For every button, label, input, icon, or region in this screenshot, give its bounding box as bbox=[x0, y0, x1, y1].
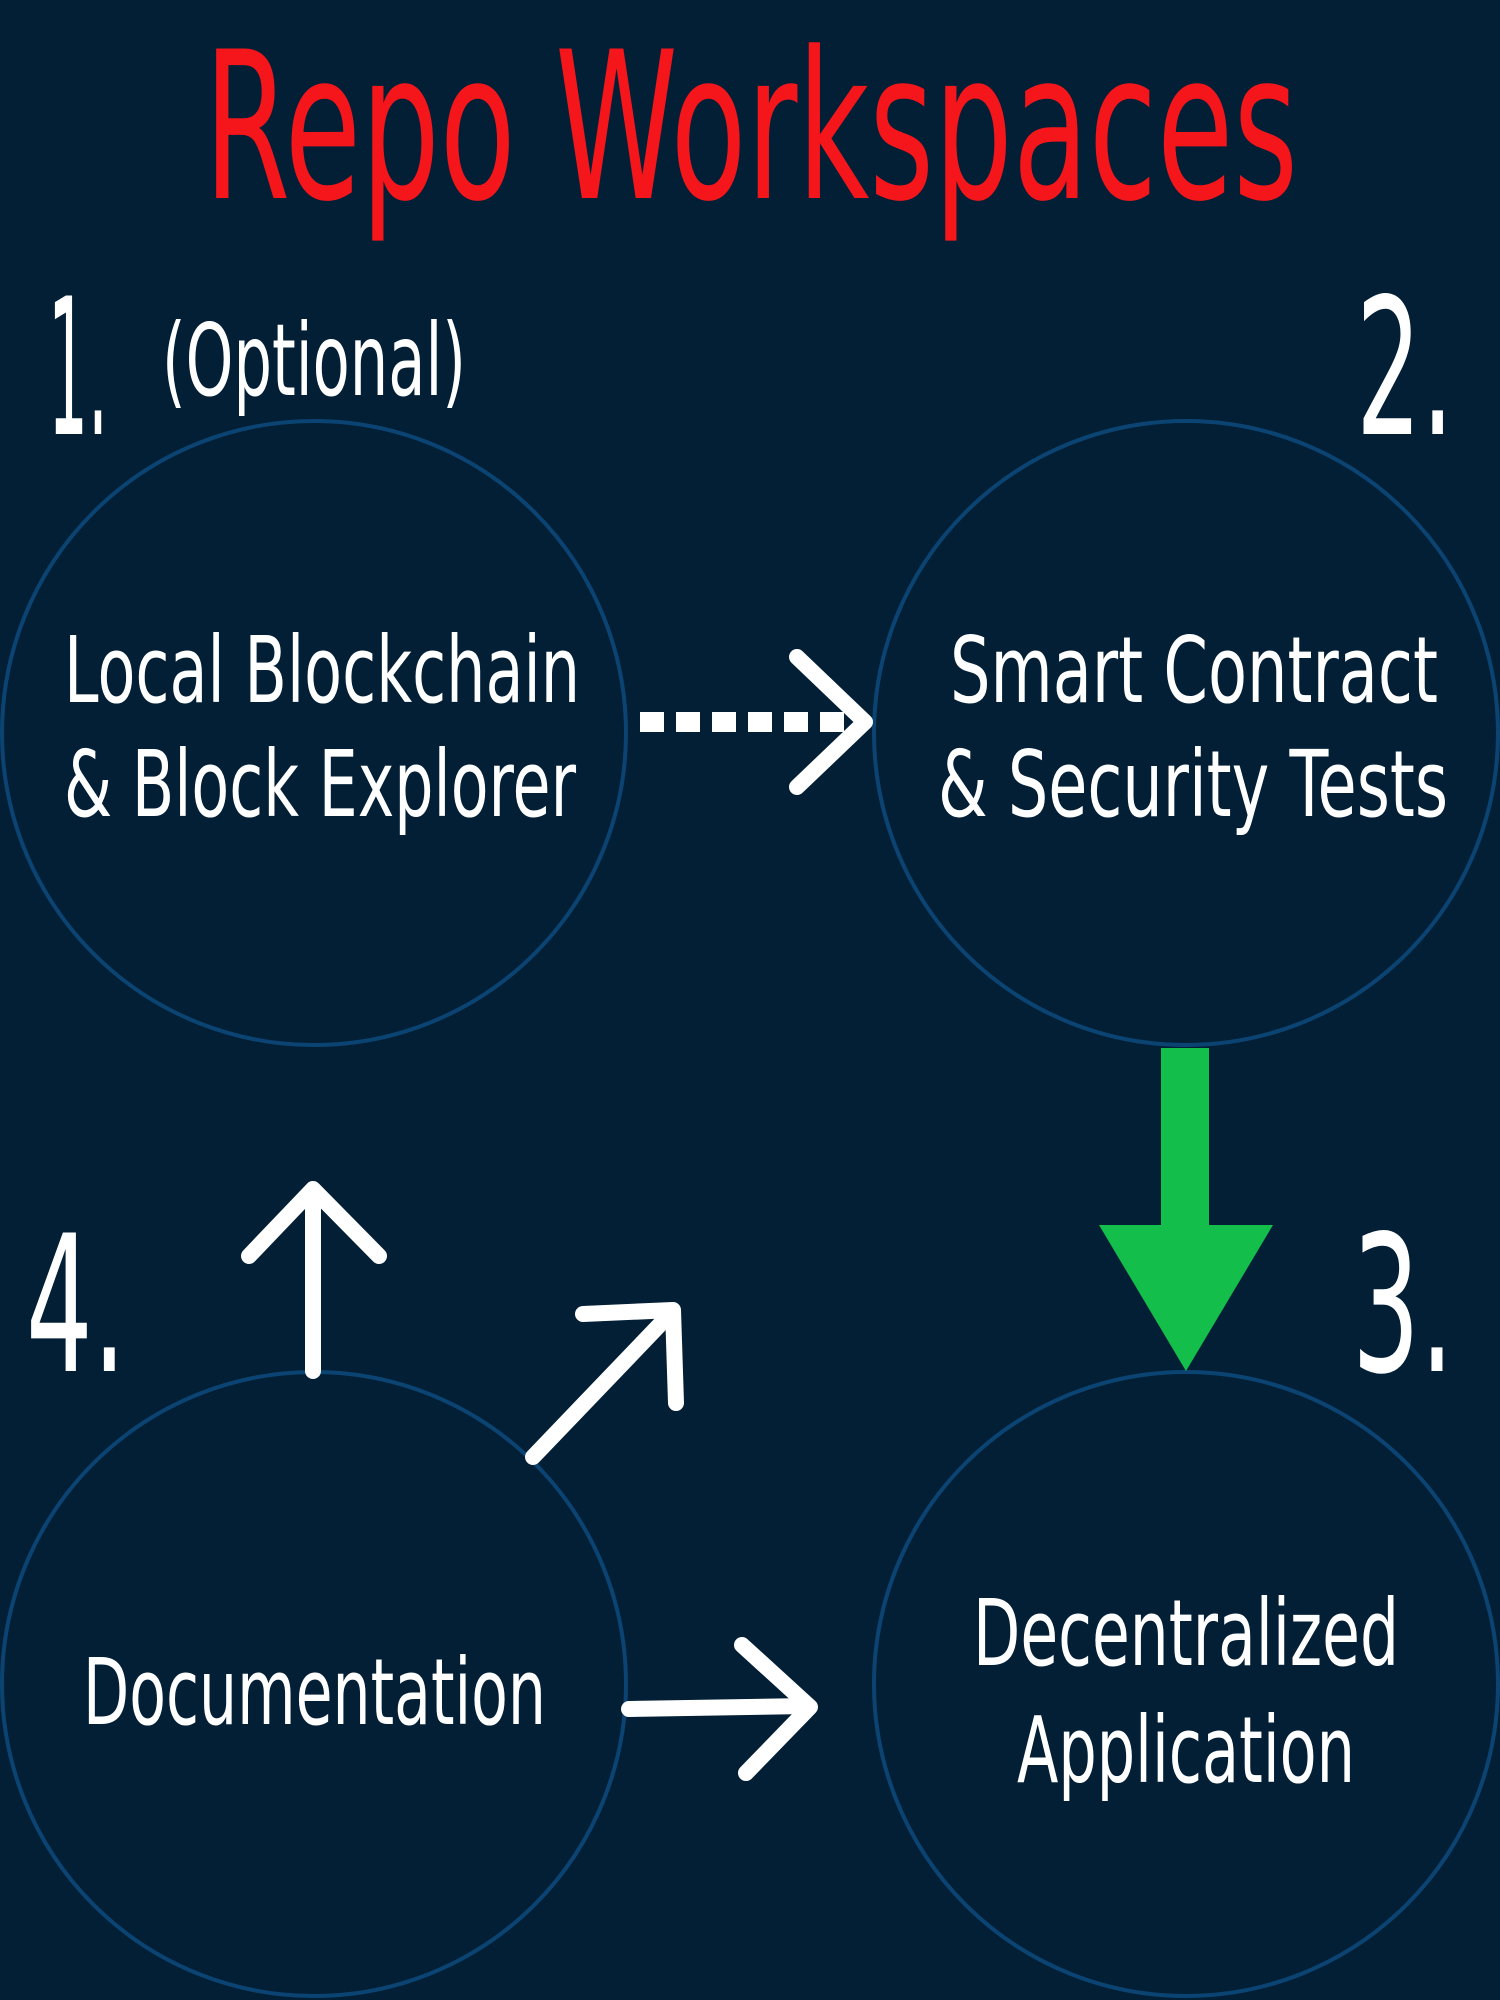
node-4-line-1: Documentation bbox=[83, 1639, 546, 1746]
node-circle-2 bbox=[872, 419, 1500, 1047]
dotted-arrow-1-to-2 bbox=[640, 649, 873, 795]
node-2-line-1: Smart Contract bbox=[950, 617, 1438, 724]
green-arrow-2-to-3 bbox=[1099, 1048, 1273, 1371]
node-number-2: 2. bbox=[1356, 258, 1454, 479]
page-title: Repo Workspaces bbox=[204, 9, 1298, 247]
node-number-1: 1. bbox=[48, 258, 108, 479]
optional-note: (Optional) bbox=[162, 302, 466, 419]
node-3-line-1: Decentralized bbox=[973, 1580, 1399, 1687]
node-2-line-2: & Security Tests bbox=[938, 731, 1448, 838]
node-1-line-1: Local Blockchain bbox=[64, 617, 580, 724]
node-number-4: 4. bbox=[26, 1195, 126, 1416]
node-3-line-2: Application bbox=[1017, 1697, 1355, 1804]
arrow-4-to-2 bbox=[525, 1302, 684, 1465]
node-circle-3 bbox=[872, 1370, 1500, 1998]
node-number-3: 3. bbox=[1352, 1195, 1454, 1416]
node-1-line-2: & Block Explorer bbox=[64, 731, 576, 838]
node-circle-1 bbox=[0, 419, 628, 1047]
arrow-4-up-to-1 bbox=[241, 1181, 387, 1379]
arrow-4-to-3 bbox=[621, 1637, 818, 1781]
